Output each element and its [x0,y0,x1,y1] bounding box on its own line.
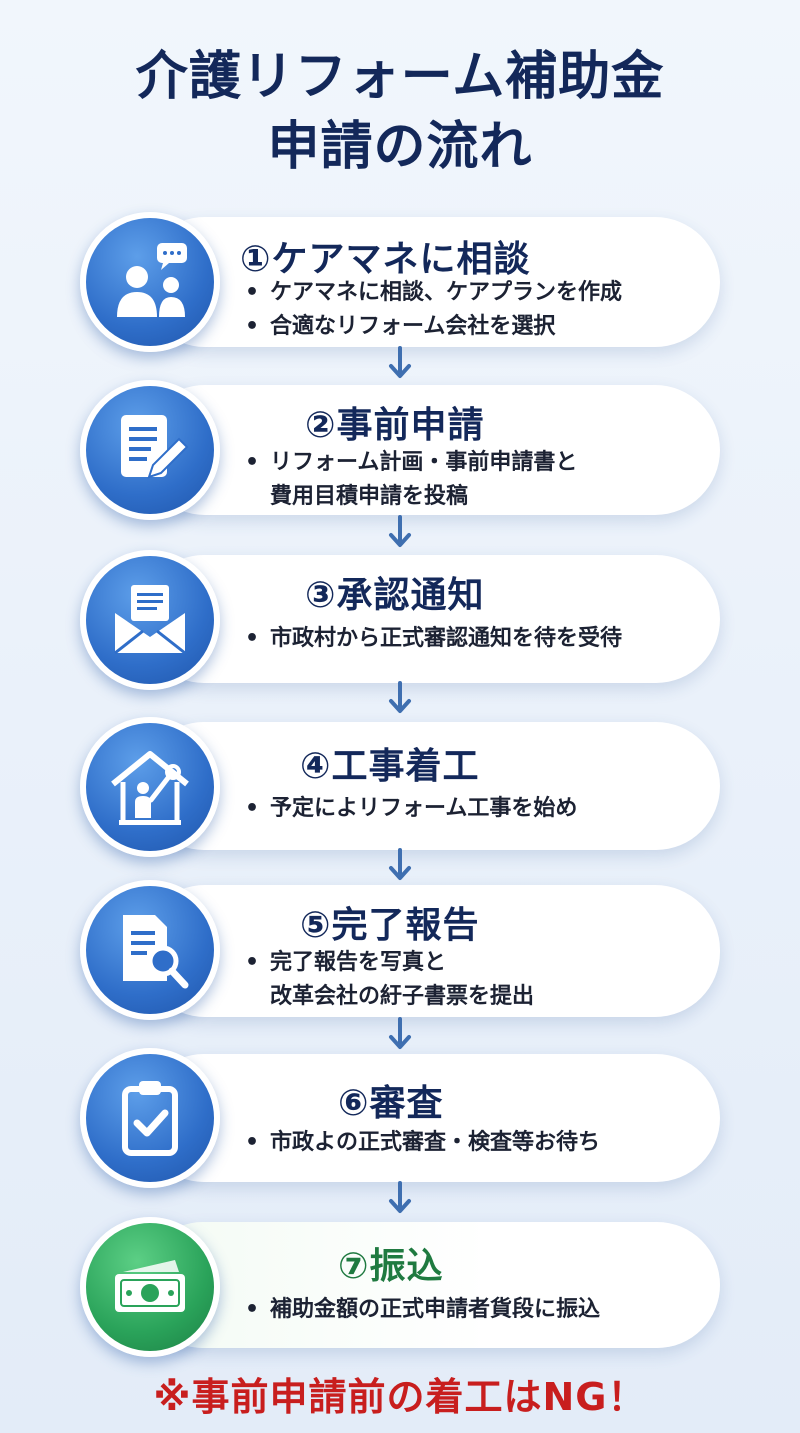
step-icon-circle [80,1217,220,1357]
arrow-down-icon [389,1181,411,1213]
document-edit-icon [121,415,189,479]
consultation-icon [117,243,187,317]
bullet-item: 改革会社の紆子書票を提出 [270,984,535,1009]
step-icon-circle [80,380,220,520]
bullet-item: 補助金額の正式申請者貨段に振込 [245,1293,600,1327]
title-line-2: 申請の流れ [267,117,533,177]
step-icon-circle [80,880,220,1020]
bullet-item: 費用目積申請を投稿 [270,484,469,509]
step-1: ①ケアマネに相談 ケアマネに相談、ケアプランを作成 合適なリフォーム会社を選択 [0,212,800,352]
step-card [140,555,720,683]
step-card [140,1054,720,1182]
arrow-down-icon [389,1017,411,1049]
step-heading: ⑦振込 [338,1246,444,1287]
step-bullets: 完了報告を写真と 改革会社の紆子書票を提出 [245,946,534,1014]
step-heading: ⑤完了報告 [300,905,480,946]
step-2: ②事前申請 リフォーム計画・事前申請書と 費用目積申請を投稿 [0,380,800,520]
step-heading: ⑥審査 [338,1083,444,1124]
step-3: ③承認通知 市政村から正式審認通知を待を受待 [0,550,800,690]
warning-note: ※事前申請前の着工はNG！ [153,1375,647,1419]
money-bills-icon [115,1260,185,1312]
bullet-item: 予定によリフォーム工事を始め [245,792,577,826]
step-card [140,1222,720,1348]
step-icon-circle [80,1048,220,1188]
step-7: ⑦振込 補助金額の正式申請者貨段に振込 [0,1217,800,1357]
step-4: ④工事着工 予定によリフォーム工事を始め [0,717,800,857]
page-title: 介護リフォーム補助金 申請の流れ [0,42,800,182]
report-search-icon [123,915,189,989]
bullet-item: 完了報告を写真と [245,946,534,980]
house-construction-icon [111,751,189,825]
step-heading: ②事前申請 [305,405,485,446]
step-bullets: リフォーム計画・事前申請書と 費用目積申請を投稿 [245,446,577,514]
step-heading: ④工事着工 [300,746,480,787]
step-bullets: 予定によリフォーム工事を始め [245,792,577,826]
bullet-item: 合適なリフォーム会社を選択 [245,310,622,344]
step-6: ⑥審査 市政よの正式審査・検査等お待ち [0,1048,800,1188]
bullet-item: ケアマネに相談、ケアプランを作成 [245,276,622,310]
step-5: ⑤完了報告 完了報告を写真と 改革会社の紆子書票を提出 [0,880,800,1020]
step-icon-circle [80,717,220,857]
step-heading: ③承認通知 [305,575,485,616]
arrow-down-icon [389,681,411,713]
arrow-down-icon [389,848,411,880]
step-bullets: 補助金額の正式申請者貨段に振込 [245,1293,600,1327]
bullet-item: 市政村から正式審認通知を待を受待 [245,622,622,656]
arrow-down-icon [389,515,411,547]
step-icon-circle [80,212,220,352]
step-bullets: 市政村から正式審認通知を待を受待 [245,622,622,656]
mail-envelope-icon [114,585,186,655]
clipboard-check-icon [122,1081,178,1156]
bullet-item: 市政よの正式審査・検査等お待ち [245,1126,600,1160]
step-icon-circle [80,550,220,690]
arrow-down-icon [389,346,411,378]
step-bullets: ケアマネに相談、ケアプランを作成 合適なリフォーム会社を選択 [245,276,622,344]
step-card [140,722,720,850]
bullet-item: リフォーム計画・事前申請書と [245,446,577,480]
step-bullets: 市政よの正式審査・検査等お待ち [245,1126,600,1160]
title-line-1: 介護リフォーム補助金 [135,47,665,107]
step-heading: ①ケアマネに相談 [240,239,531,280]
